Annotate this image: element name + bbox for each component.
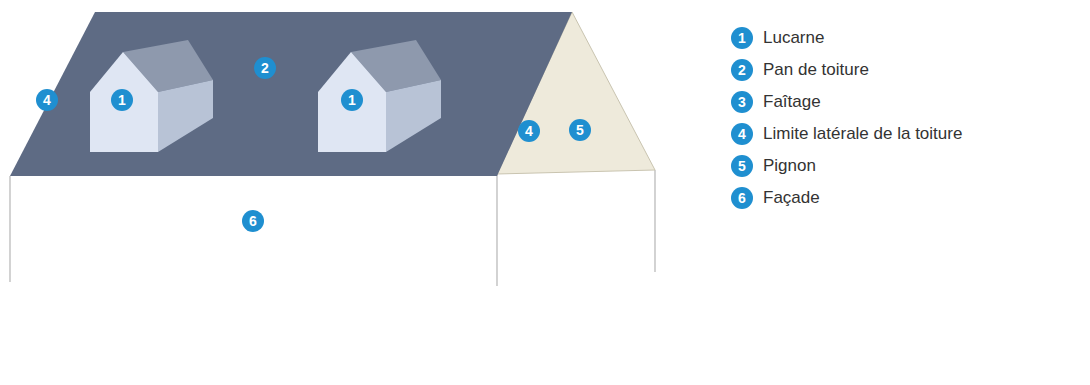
callout-number: 6 <box>242 210 264 232</box>
dormer <box>90 40 213 152</box>
callout-number: 1 <box>111 89 133 111</box>
roof-slope <box>10 12 572 176</box>
callout-number: 4 <box>518 120 540 142</box>
callout-number: 2 <box>254 57 276 79</box>
callout-number: 5 <box>569 119 591 141</box>
callout-number: 5 <box>731 155 753 177</box>
legend-text: Pignon <box>763 155 816 177</box>
legend-text: Faîtage <box>763 91 821 113</box>
legend-text: Limite latérale de la toiture <box>763 123 962 145</box>
wall-line <box>9 176 10 282</box>
callout-number: 4 <box>36 89 58 111</box>
callout-number: 4 <box>731 123 753 145</box>
callout-number: 1 <box>731 27 753 49</box>
dormer <box>318 40 441 152</box>
legend-text: Façade <box>763 187 820 209</box>
callout-number: 1 <box>341 89 363 111</box>
legend-text: Pan de toiture <box>763 59 869 81</box>
legend-text: Lucarne <box>763 27 824 49</box>
callout-number: 2 <box>731 59 753 81</box>
wall-line <box>496 174 497 286</box>
wall-line <box>654 170 655 272</box>
callout-number: 6 <box>731 187 753 209</box>
callout-number: 3 <box>731 91 753 113</box>
